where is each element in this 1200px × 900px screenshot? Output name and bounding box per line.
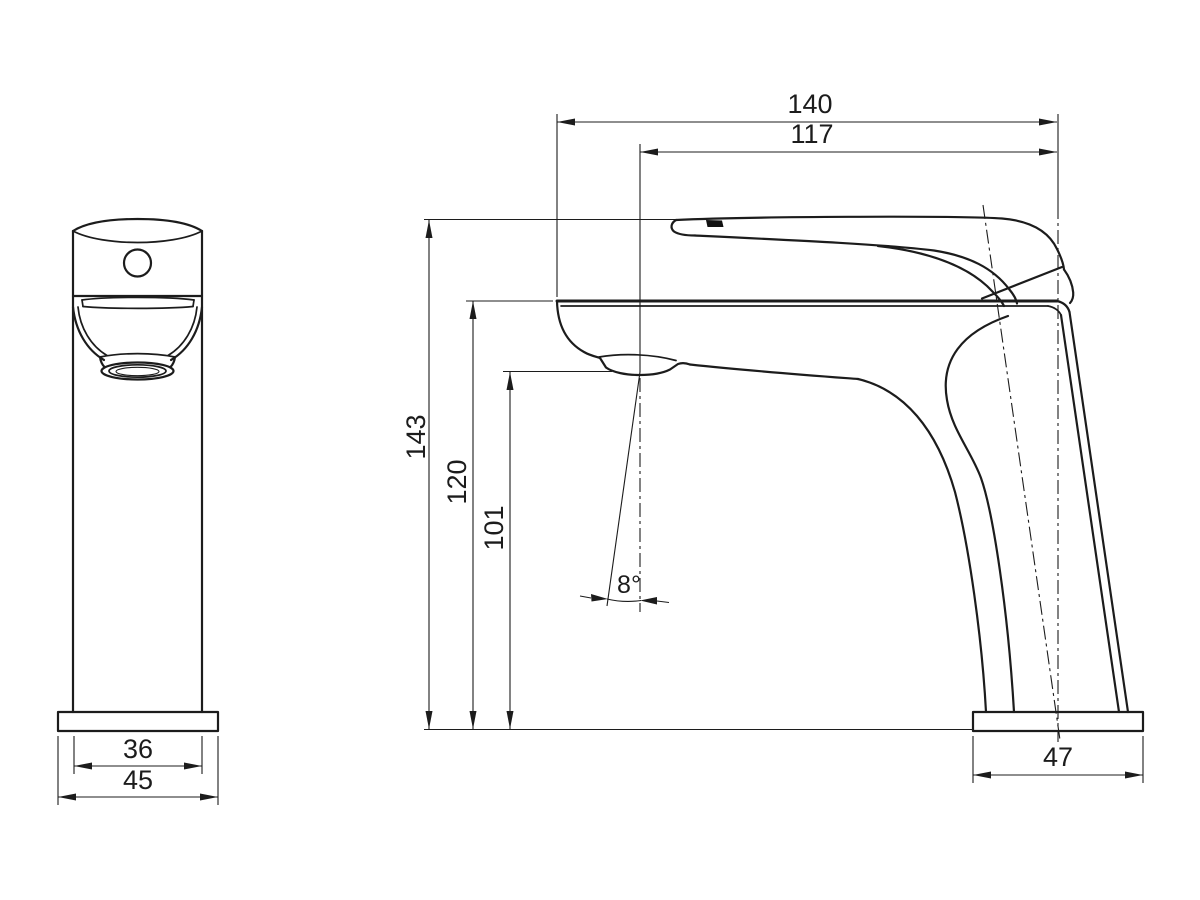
angle-8deg-label: 8° [617, 571, 641, 599]
side-handle-tip [670, 218, 697, 237]
side-outlet-body [598, 356, 692, 377]
side-cartridge-nub [1062, 268, 1075, 305]
front-skirt-right [169, 355, 177, 369]
arrowhead [74, 762, 92, 770]
front-bowl-left-outer [71, 305, 106, 362]
dim-120-label: 120 [442, 459, 472, 504]
side-handle-ridge [876, 244, 1006, 308]
front-aerator-ring-inner [115, 366, 160, 377]
front-dimensions: 36 45 [57, 734, 219, 805]
dim-45-label: 45 [123, 765, 153, 795]
arrowhead [640, 148, 658, 156]
front-bowl-right-outer [169, 305, 204, 362]
arrowhead [469, 301, 477, 319]
angle-tail-left [579, 595, 592, 599]
arrowhead [973, 771, 991, 779]
side-spout-front-curve [555, 299, 602, 360]
arrowhead [1125, 771, 1143, 779]
angle-leg-tilted [606, 371, 641, 607]
side-outlet-top-line [598, 353, 677, 362]
dim-117-label: 117 [790, 119, 833, 149]
side-body-front-inner-curve [944, 314, 1016, 714]
front-skirt-left [98, 355, 106, 369]
dim-101-label: 101 [479, 505, 509, 550]
front-pivot-circle [122, 248, 153, 278]
arrowhead [425, 220, 433, 238]
side-dimensions: 140 117 143 120 101 47 [401, 89, 1144, 783]
front-view: 36 45 [56, 217, 220, 805]
side-handle-lower-contour [693, 234, 1019, 305]
front-aerator-ring-outer [100, 361, 175, 381]
arrowhead [425, 711, 433, 729]
front-deck-band-bottom [82, 305, 194, 310]
front-deck-band-left-edge [81, 299, 84, 308]
side-view: 140 117 143 120 101 47 [401, 89, 1145, 783]
side-spout-underside [688, 363, 860, 381]
front-bowl-right-inner [167, 306, 198, 357]
arrowhead [469, 711, 477, 729]
dim-47-label: 47 [1043, 742, 1073, 772]
arrowhead [1039, 118, 1057, 126]
arrowhead [1039, 148, 1057, 156]
side-body-front-outer-curve [856, 377, 988, 714]
arrowhead [506, 372, 514, 390]
front-base-plate [56, 710, 220, 733]
front-cap-top-inner-arc [72, 230, 203, 244]
side-handle-indicator-mark [706, 220, 724, 227]
side-back-edge-inner [1059, 313, 1121, 714]
front-bowl-left-inner [77, 306, 108, 357]
front-deck-band-top [81, 296, 195, 301]
side-handle-top [674, 215, 1066, 271]
arrowhead [200, 793, 218, 801]
arrowhead [557, 118, 575, 126]
side-handle-back-underline [980, 265, 1064, 300]
front-cap-top-outline [71, 217, 204, 233]
front-aerator-ring-mid [108, 363, 167, 379]
arrowhead [591, 594, 608, 602]
front-deck-band-right-edge [192, 299, 195, 308]
dim-140-label: 140 [787, 89, 832, 119]
dim-143-label: 143 [401, 414, 431, 459]
angle-tail-right [656, 600, 670, 604]
arrowhead [640, 597, 657, 605]
side-centerline-tilted-axis [982, 204, 1061, 741]
arrowhead [58, 793, 76, 801]
side-back-edge-outer [1068, 310, 1130, 714]
dim-36-label: 36 [123, 734, 153, 764]
arrowhead [184, 762, 202, 770]
side-deck-right-corner [1055, 299, 1071, 314]
angle-arc [606, 598, 642, 603]
side-deck-second-right-corner [1047, 305, 1062, 316]
front-skirt-top [99, 352, 176, 358]
arrowhead [506, 711, 514, 729]
